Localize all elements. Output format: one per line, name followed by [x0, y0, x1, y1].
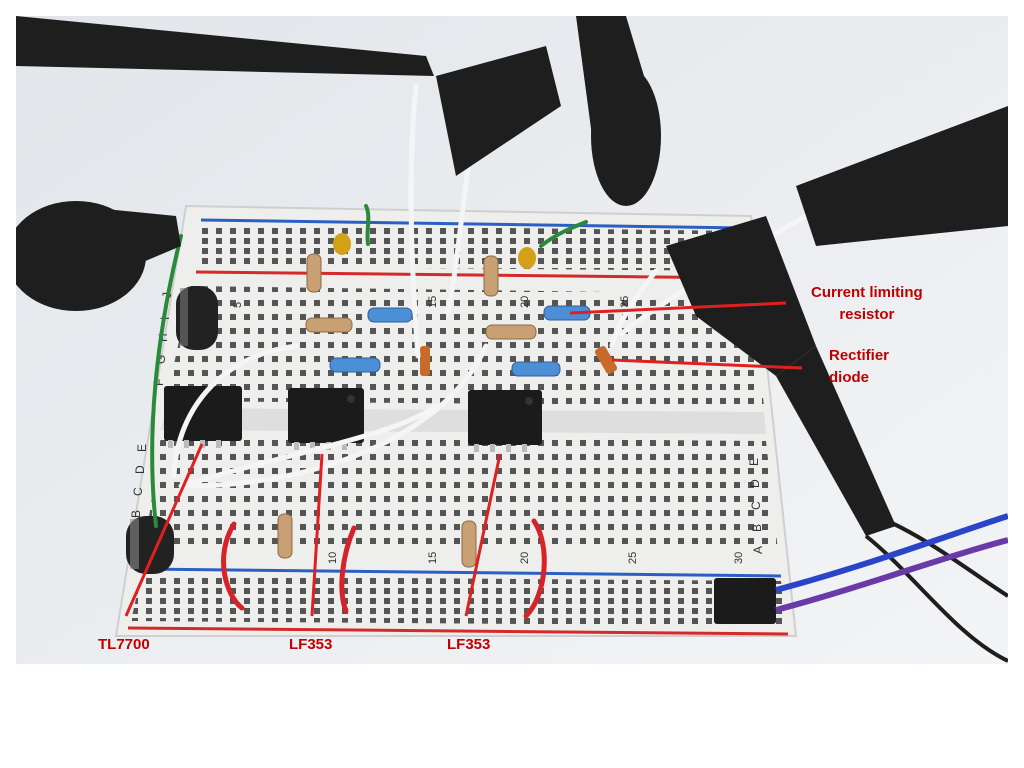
scope-probes: [16, 16, 1008, 536]
tl7700-label: TL7700: [98, 636, 150, 653]
row-letter-right: D: [748, 479, 762, 488]
current-limiting-resistor-label: Current limiting resistor: [811, 282, 923, 326]
row-letter-left: E: [135, 444, 149, 452]
column-number-top: 25: [619, 296, 631, 308]
column-number-top: 15: [427, 296, 439, 308]
breadboard-bottom-rail: [131, 576, 786, 626]
electrolytic-capacitor-top: [176, 286, 218, 350]
rectifier-diode-label-line2: diode: [829, 369, 869, 386]
top-red-rail-line: [195, 270, 749, 280]
column-number-bottom: 10: [327, 552, 339, 564]
header-connector: [714, 513, 1008, 624]
row-letter-left: G: [154, 355, 168, 364]
column-number-bottom: 25: [627, 552, 639, 564]
lf353-left-label: LF353: [289, 636, 333, 653]
column-number-top: 5: [232, 302, 244, 308]
column-number-bottom: 30: [733, 552, 745, 564]
electrolytic-capacitor-bottom: [126, 516, 174, 574]
ic-lf353-right: [468, 390, 542, 452]
ceramic-capacitor-left: [333, 233, 351, 255]
top-blue-rail-line: [200, 218, 745, 230]
column-number-bottom: 20: [519, 552, 531, 564]
row-letter-right: C: [749, 501, 763, 510]
rectifier-diode-label: Rectifier diode: [829, 345, 889, 389]
row-letter-right: E: [747, 458, 761, 466]
row-letter-left: F: [152, 379, 166, 386]
column-number-bottom: 15: [427, 552, 439, 564]
bottom-blue-rail-line: [140, 567, 782, 578]
column-numbers: 5 15 20 25 10 15 20 25 30: [232, 296, 745, 564]
row-letter-left: H: [156, 333, 170, 342]
current-limiting-resistor-label-line1: Current limiting: [811, 284, 923, 301]
row-letter-right: B: [750, 524, 764, 532]
current-limiting-resistor-label-line2: resistor: [839, 306, 895, 323]
row-letter-left: D: [133, 465, 147, 474]
red-jumpers: [221, 518, 547, 619]
green-jumpers: [150, 204, 588, 528]
annotation-lines: [124, 301, 803, 617]
resistors-blue: [329, 305, 591, 377]
rectifier-diode: [594, 345, 618, 375]
diode-center: [420, 346, 430, 376]
rectifier-diode-label-line1: Rectifier: [829, 347, 890, 364]
center-channel: [161, 408, 766, 434]
white-jumpers: [171, 83, 809, 489]
row-letters-right: E D C B A: [747, 458, 765, 554]
bottom-red-rail-line: [127, 626, 789, 636]
lf353-right-label: LF353: [447, 636, 491, 653]
breadboard-top-rail: [194, 224, 749, 271]
breadboard-top-terminal: [166, 286, 764, 406]
ceramic-capacitor-right: [518, 247, 536, 269]
resistors-beige: [277, 253, 537, 568]
column-number-top: 20: [519, 296, 531, 308]
breadboard-bottom-terminal: [144, 436, 778, 551]
row-letter-left: B: [129, 510, 143, 518]
row-letter-left: C: [131, 487, 145, 496]
row-letter-right: A: [751, 546, 765, 554]
